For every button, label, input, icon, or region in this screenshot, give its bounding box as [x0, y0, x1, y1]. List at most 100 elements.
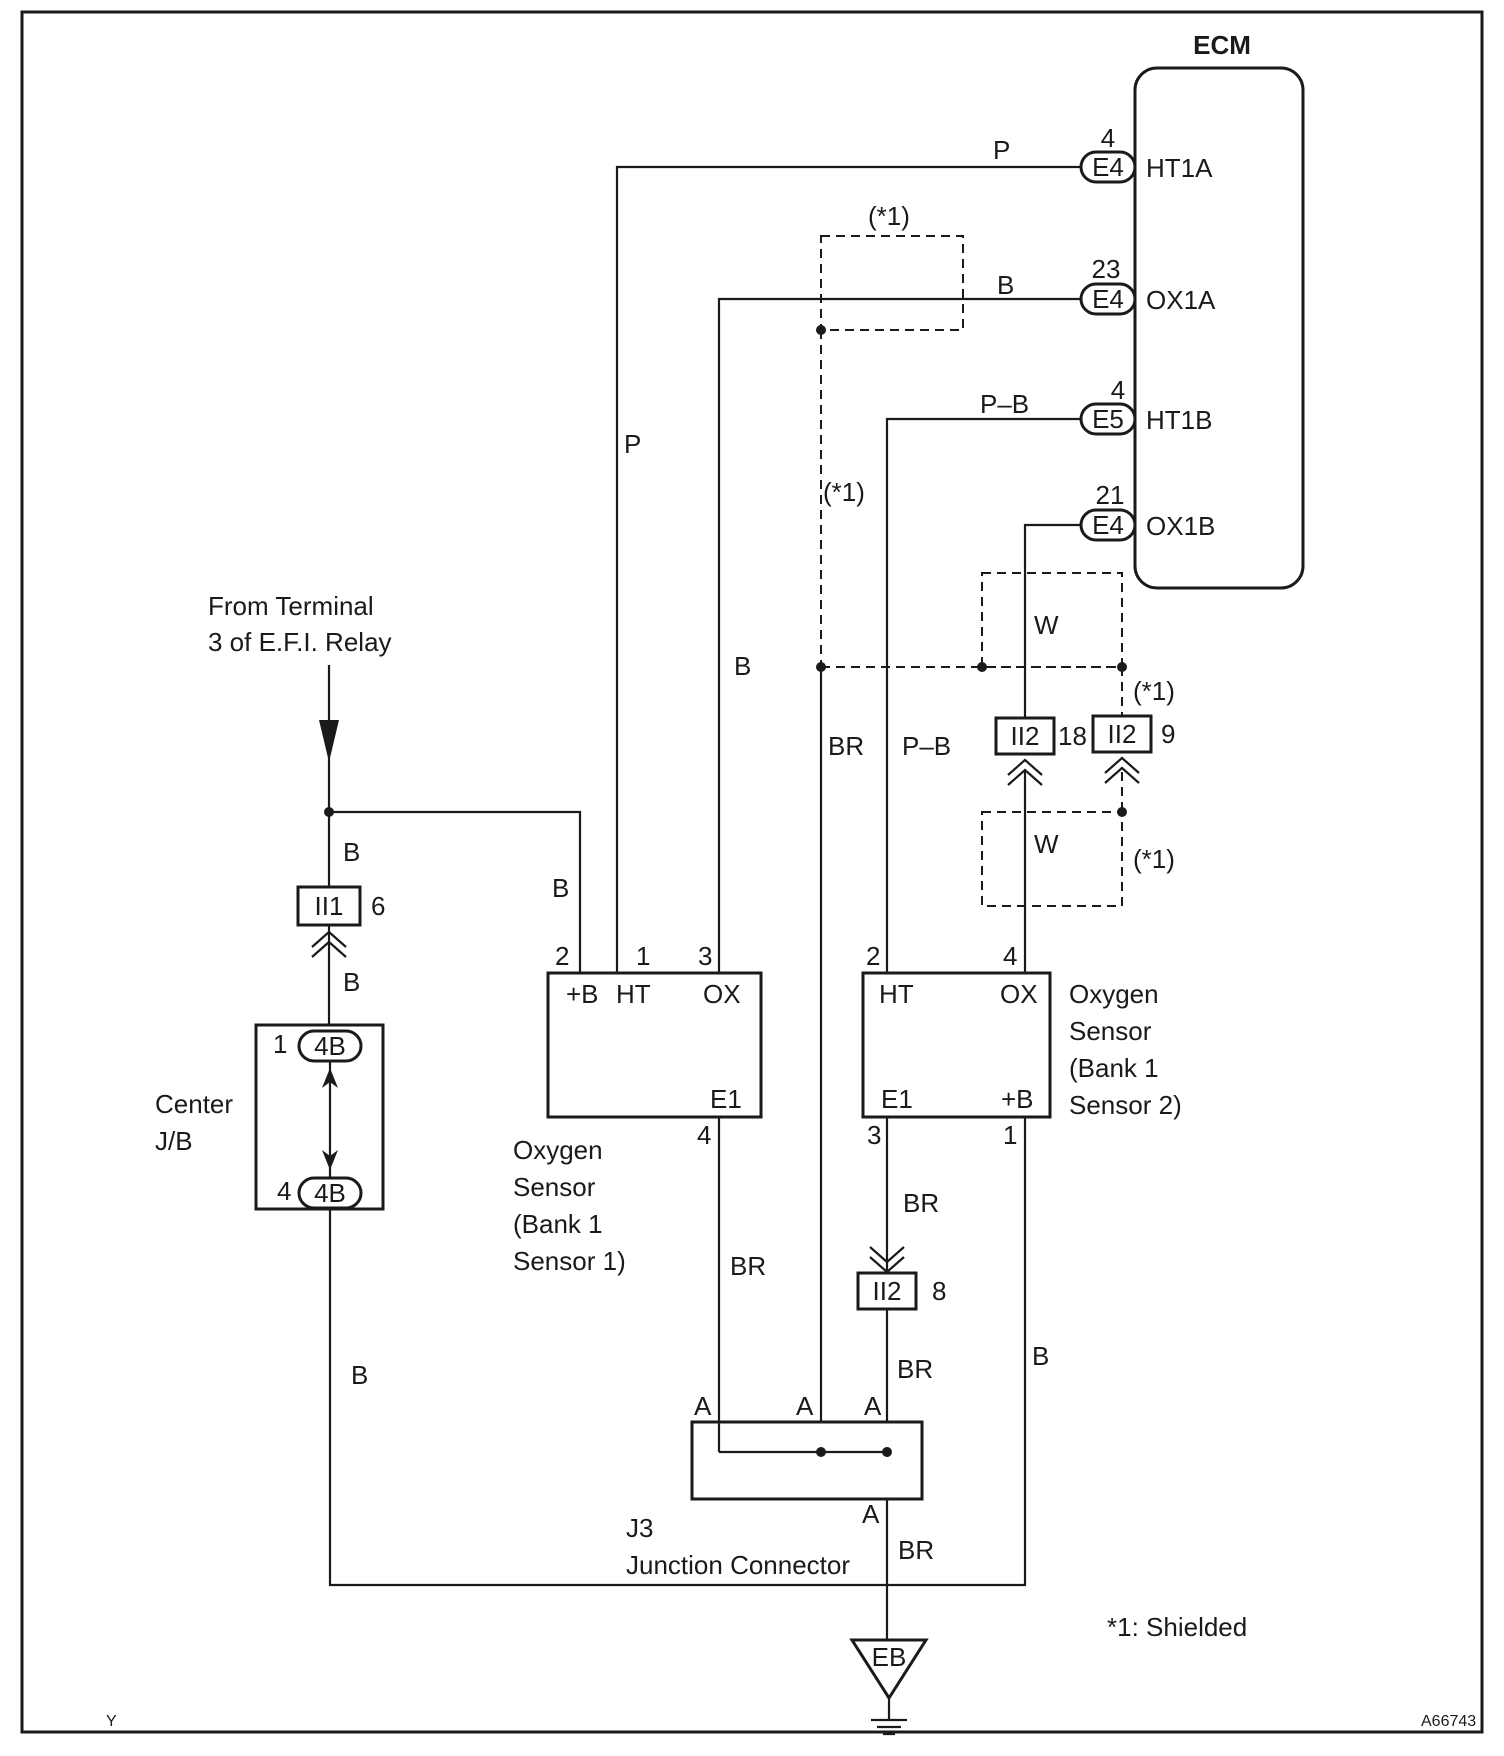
sensor1-box	[546, 971, 763, 1119]
junction-pin-4: A	[862, 1499, 880, 1529]
svg-text:18: 18	[1058, 721, 1087, 751]
footer-left: Y	[106, 1713, 117, 1730]
wire-color-b-feed-upper: B	[343, 837, 360, 867]
sensor2-label-3: (Bank 1	[1069, 1053, 1159, 1083]
junction-pin-2: A	[796, 1391, 814, 1421]
shield-dot-4	[1117, 662, 1127, 672]
junction-label-2: Junction Connector	[626, 1550, 850, 1580]
svg-text:E4: E4	[1092, 284, 1124, 314]
wire-color-br-ground: BR	[898, 1535, 934, 1565]
junction-dot-2	[882, 1447, 892, 1457]
wire-color-w-upper: W	[1034, 610, 1059, 640]
svg-text:6: 6	[371, 891, 385, 921]
wire-ht1b	[885, 417, 1081, 973]
source-arrow-icon	[319, 720, 339, 762]
svg-text:II1: II1	[315, 891, 344, 921]
svg-text:4: 4	[1111, 375, 1125, 405]
sensor1-label-4: Sensor 1)	[513, 1246, 626, 1276]
wire-color-ox1a-vertical: B	[734, 651, 751, 681]
source-line-2: 3 of E.F.I. Relay	[208, 627, 392, 657]
svg-text:HT1B: HT1B	[1146, 405, 1212, 435]
ecm-pin-ht1b: E5 4 HT1B	[1079, 375, 1212, 436]
sensor1-term-ox: OX	[703, 979, 741, 1009]
shield-ox1b-upper	[981, 572, 1123, 668]
junction-dot-1	[816, 1447, 826, 1457]
svg-text:23: 23	[1092, 254, 1121, 284]
sensor2-term-e1: E1	[881, 1084, 913, 1114]
ecm-box	[1133, 66, 1305, 590]
svg-text:8: 8	[932, 1276, 946, 1306]
sensor2-label-1: Oxygen	[1069, 979, 1159, 1009]
sensor1-pin-ox: 3	[698, 941, 712, 971]
svg-text:II2: II2	[873, 1276, 902, 1306]
shield-dot-3	[977, 662, 987, 672]
svg-text:II2: II2	[1108, 719, 1137, 749]
sensor1-label-1: Oxygen	[513, 1135, 603, 1165]
wire-color-ox1a: B	[997, 270, 1014, 300]
ecm-title: ECM	[1193, 30, 1251, 60]
diagram-frame	[20, 10, 1484, 1734]
sensor2-label-2: Sensor	[1069, 1016, 1152, 1046]
sensor1-pin-ht: 1	[636, 941, 650, 971]
svg-text:HT1A: HT1A	[1146, 153, 1213, 183]
wire-color-br-sensor1: BR	[730, 1251, 766, 1281]
wire-b-bottom-loop	[328, 1117, 1027, 1587]
wire-color-ht1a: P	[993, 135, 1010, 165]
center-jb-bottom-conn-label: 4B	[314, 1178, 346, 1208]
ecm-pin-ox1b: E4 21 OX1B	[1079, 480, 1215, 542]
sensor2-term-ht: HT	[879, 979, 914, 1009]
wire-color-b-right: B	[1032, 1341, 1049, 1371]
center-jb-top-pin: 1	[273, 1029, 287, 1059]
sensor1-label-3: (Bank 1	[513, 1209, 603, 1239]
wire-color-b-left-bottom: B	[351, 1360, 368, 1390]
wire-color-br-shield: BR	[828, 731, 864, 761]
wire-to-sensor1-b	[329, 810, 582, 973]
svg-text:E5: E5	[1092, 404, 1124, 434]
center-jb-top-conn-label: 4B	[314, 1031, 346, 1061]
center-jb-arrow-down-icon	[322, 1150, 338, 1170]
connector-ii2-9: II2 9	[1091, 714, 1175, 784]
svg-text:OX1B: OX1B	[1146, 511, 1215, 541]
svg-text:9: 9	[1161, 719, 1175, 749]
sensor2-pin-e1: 3	[867, 1120, 881, 1150]
junction-label-1: J3	[626, 1513, 653, 1543]
sensor2-term-b: +B	[1001, 1084, 1034, 1114]
sensor1-term-b: +B	[566, 979, 599, 1009]
junction-pin-3: A	[864, 1391, 882, 1421]
center-jb-label-2: J/B	[155, 1126, 193, 1156]
wire-ox1b	[1023, 523, 1081, 722]
shield-dot-1	[816, 325, 826, 335]
wire-ox1a	[717, 297, 1081, 973]
sensor2-pin-ht: 2	[866, 941, 880, 971]
junction-pin-1: A	[694, 1391, 712, 1421]
shield-mark-4: (*1)	[1133, 844, 1175, 874]
sensor2-pin-b: 1	[1003, 1120, 1017, 1150]
footer-right: A66743	[1421, 1713, 1476, 1730]
shield-mark-1: (*1)	[868, 201, 910, 231]
shield-ox1b-lower	[981, 811, 1123, 907]
svg-text:OX1A: OX1A	[1146, 285, 1216, 315]
shield-mark-2: (*1)	[823, 477, 865, 507]
connector-ii2-8: II2 8	[856, 1246, 946, 1311]
svg-text:21: 21	[1096, 480, 1125, 510]
svg-text:II2: II2	[1011, 721, 1040, 751]
wire-color-w-lower: W	[1034, 829, 1059, 859]
sensor2-term-ox: OX	[1000, 979, 1038, 1009]
wire-color-br-sensor2-lower: BR	[897, 1354, 933, 1384]
shield-ox1a	[820, 235, 964, 331]
wire-color-ht1a-vertical: P	[624, 429, 641, 459]
sensor1-pin-b: 2	[555, 941, 569, 971]
connector-ii2-18: II2 18	[994, 716, 1087, 786]
connector-ii1-6: II1 6	[296, 885, 385, 958]
svg-text:4: 4	[1101, 123, 1115, 153]
center-jb-bottom-pin: 4	[277, 1176, 291, 1206]
ecm-pin-ht1a: E4 4 HT1A	[1079, 123, 1213, 184]
shield-dot-5	[1117, 807, 1127, 817]
wire-ht1a	[615, 165, 1081, 973]
junction-connector-box	[690, 1420, 924, 1501]
wire-color-br-sensor2-upper: BR	[903, 1188, 939, 1218]
sensor1-pin-e1: 4	[697, 1120, 711, 1150]
center-jb-label-1: Center	[155, 1089, 233, 1119]
svg-text:E4: E4	[1092, 152, 1124, 182]
